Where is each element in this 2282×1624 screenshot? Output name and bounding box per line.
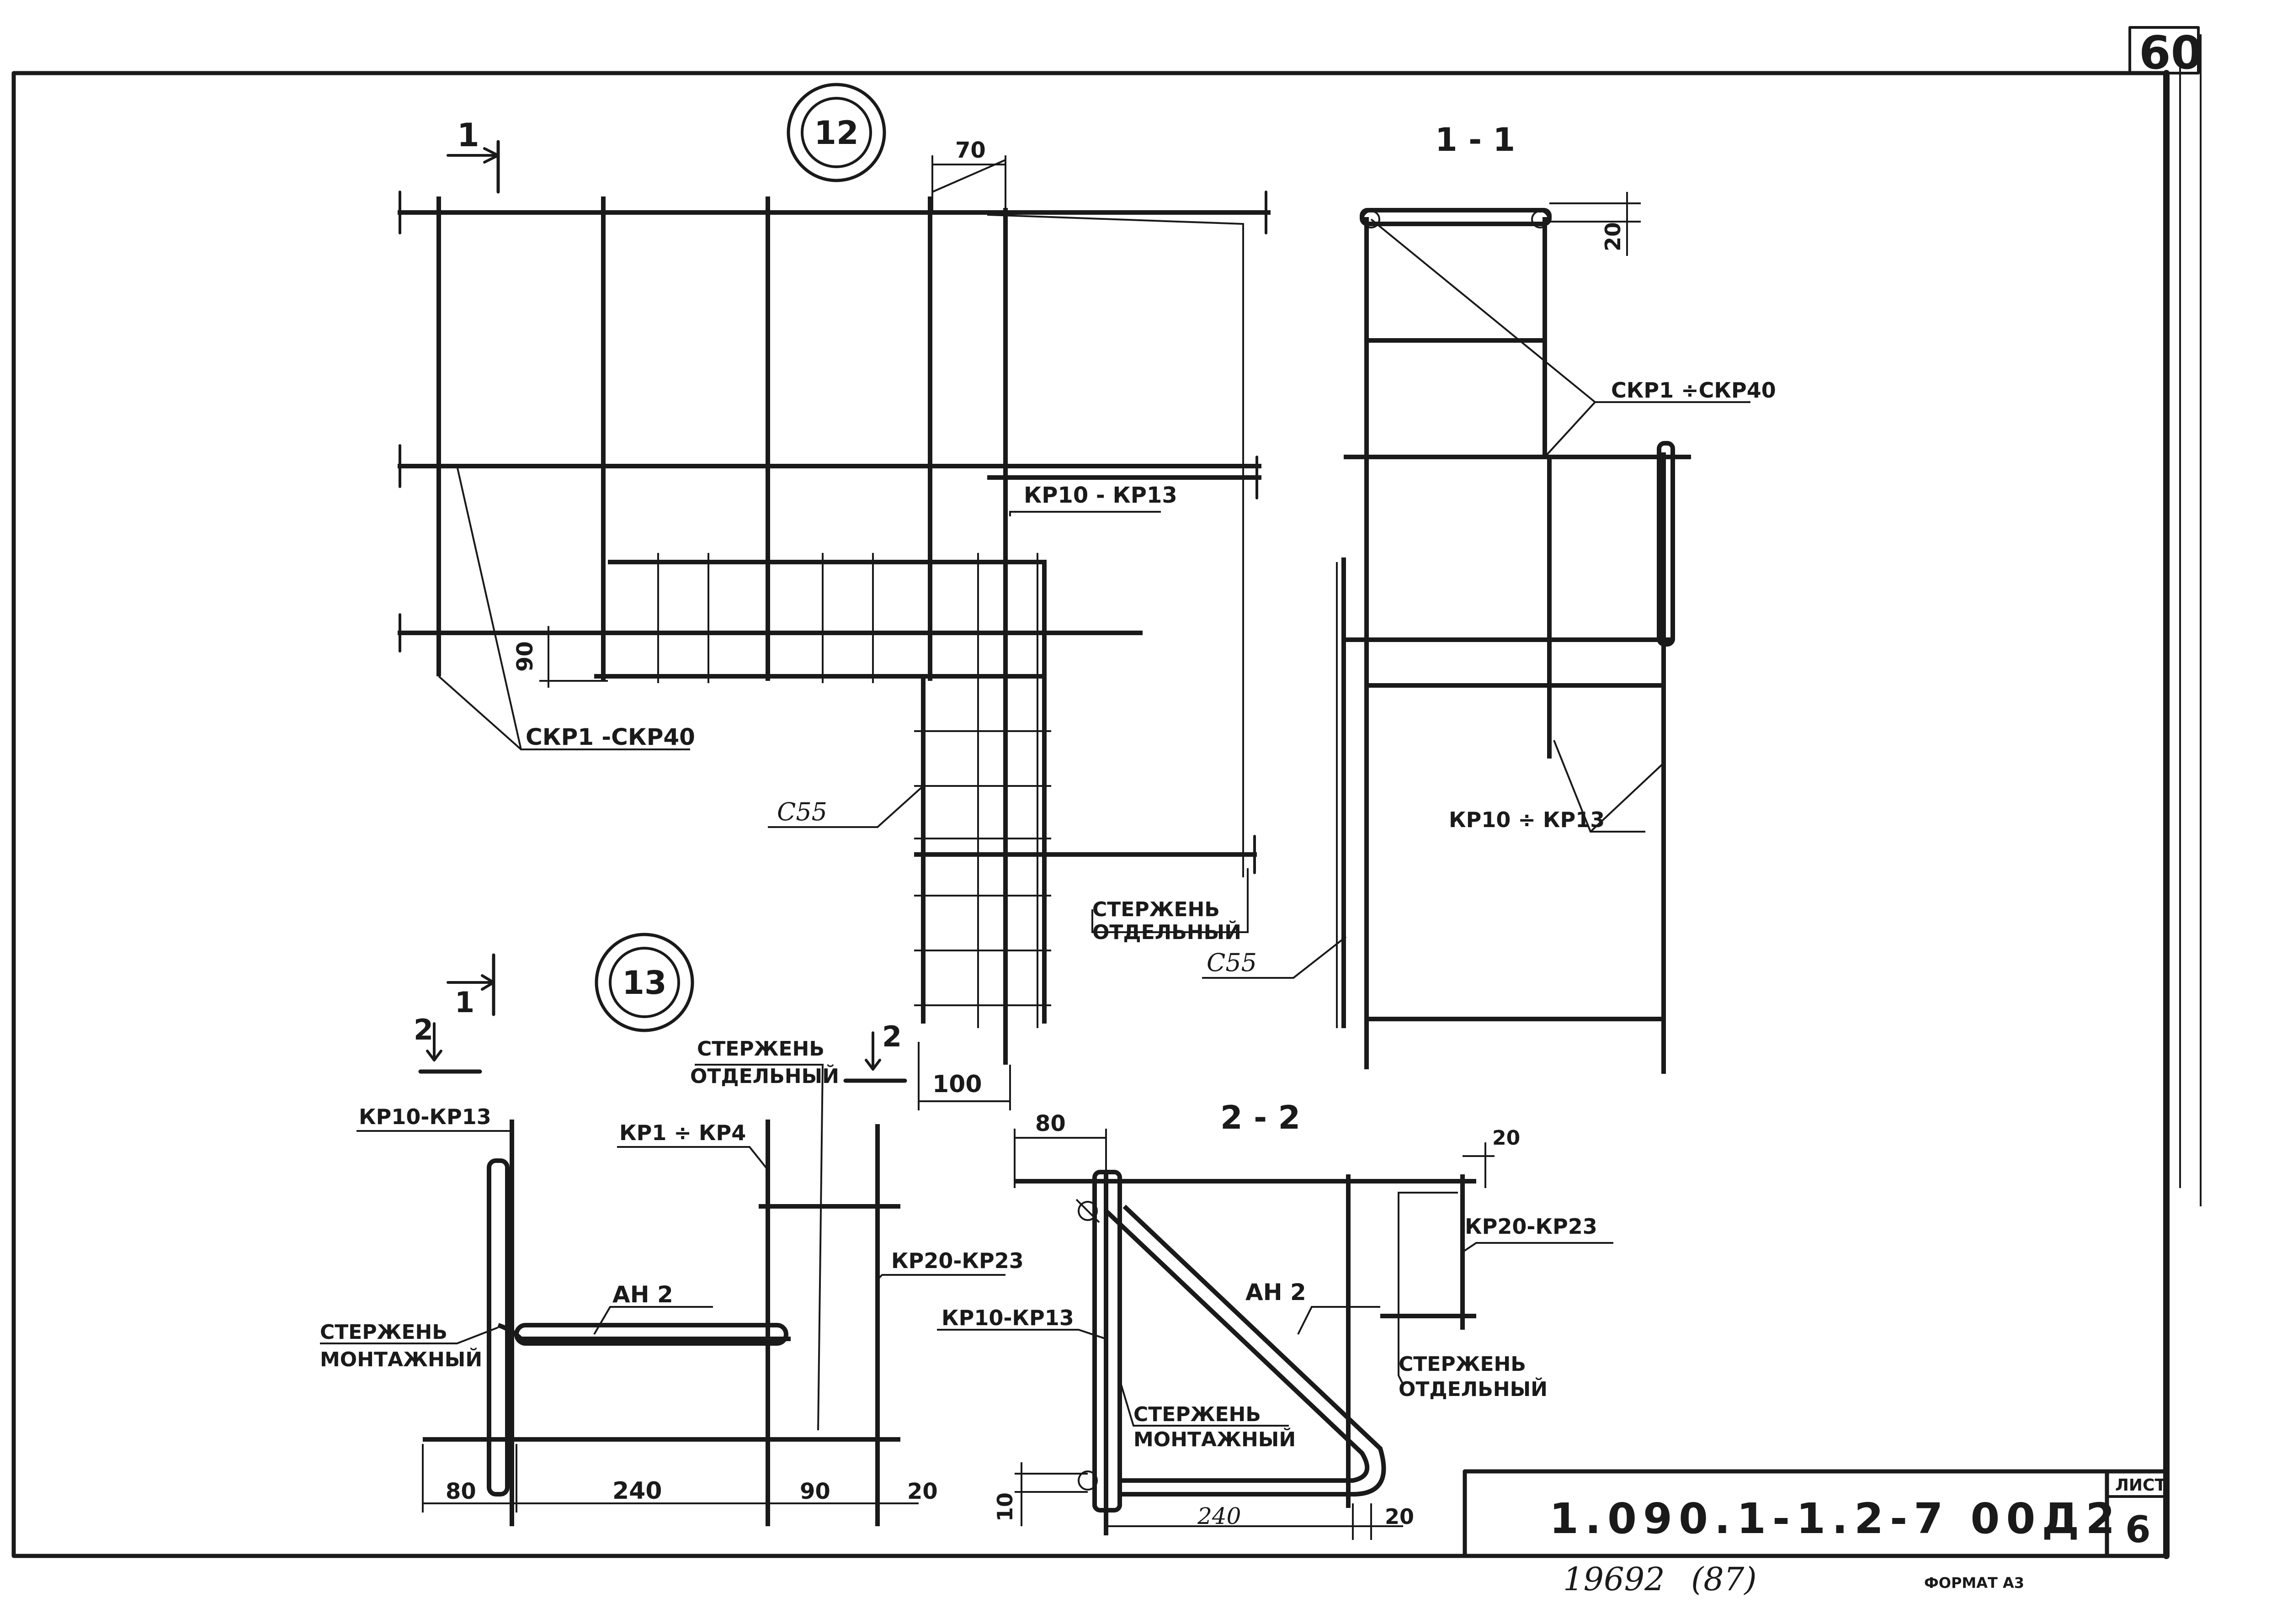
sheet-frame	[11, 34, 2202, 1559]
label-an2-a: АН 2	[612, 1281, 673, 1308]
label-s55-b: С55	[1207, 948, 1257, 977]
label-rod-c: СТЕРЖЕНЬ	[320, 1321, 447, 1344]
format-label: ФОРМАТ А3	[1924, 1574, 2024, 1592]
cut-1-mark-b: 1	[455, 986, 474, 1019]
label-rod-b: СТЕРЖЕНЬ	[697, 1037, 824, 1061]
dim-20c: 20	[907, 1479, 938, 1504]
label-kr10-kr13-sec: КР10-КР13	[942, 1306, 1074, 1330]
label-an2-b: АН 2	[1245, 1279, 1306, 1306]
dim-10: 10	[993, 1492, 1017, 1522]
label-kr10-kr13-top: КР10 - КР13	[1024, 483, 1177, 508]
label-kr20-kr23-a: КР20-КР23	[891, 1248, 1024, 1273]
inventory-note: (87)	[1691, 1560, 1757, 1598]
label-kr1-kr4: КР1 ÷ КР4	[619, 1120, 746, 1145]
label-mounting-a: МОНТАЖНЫЙ	[320, 1347, 482, 1371]
node-12-view	[398, 140, 1271, 1110]
label-rod-e: СТЕРЖЕНЬ	[1133, 1403, 1261, 1426]
dim-20a: 20	[1601, 222, 1625, 251]
corner-mark: 60	[2139, 26, 2202, 80]
node-13-number: 13	[622, 964, 666, 1002]
label-separate-a: ОТДЕЛЬНЫЙ	[1092, 920, 1241, 944]
dim-80a: 80	[446, 1479, 476, 1504]
node-13-view	[320, 953, 1005, 1526]
label-separate-b: ОТДЕЛЬНЫЙ	[690, 1064, 839, 1088]
label-s55-a: С55	[777, 797, 827, 826]
section-1-1-view	[1202, 192, 1750, 1074]
label-kr10-kr13-plus: КР10 ÷ КР13	[1449, 807, 1605, 832]
section-2-2-title: 2 - 2	[1220, 1099, 1300, 1136]
label-separate-c: ОТДЕЛЬНЫЙ	[1399, 1377, 1548, 1401]
sheet-number: 6	[2125, 1508, 2151, 1551]
dim-80b: 80	[1035, 1111, 1066, 1136]
dim-90b: 90	[800, 1479, 830, 1504]
cut-2-mark-a: 2	[414, 1013, 433, 1046]
dim-240b: 240	[1197, 1503, 1241, 1529]
inventory-number: 19692	[1563, 1560, 1665, 1598]
corner-mark-box	[2128, 26, 2200, 74]
node-12-circle-outer	[787, 83, 886, 182]
label-rod-a: СТЕРЖЕНЬ	[1092, 898, 1220, 921]
label-kr20-kr23-b: КР20-КР23	[1465, 1214, 1597, 1239]
label-mounting-b: МОНТАЖНЫЙ	[1133, 1427, 1296, 1451]
dim-100: 100	[932, 1071, 982, 1098]
dim-90a: 90	[512, 641, 538, 672]
node-12-circle-inner	[801, 97, 872, 168]
node-13-circle-outer	[595, 933, 694, 1032]
label-rod-d: СТЕРЖЕНЬ	[1399, 1353, 1526, 1376]
node-13-circle-inner	[609, 947, 680, 1018]
label-kr10-kr13-left: КР10-КР13	[359, 1104, 491, 1129]
cut-1-mark: 1	[457, 117, 479, 154]
section-1-1-title: 1 - 1	[1435, 121, 1515, 159]
dim-20d: 20	[1385, 1504, 1414, 1529]
dim-70: 70	[955, 138, 986, 163]
title-block	[1463, 1469, 2169, 1558]
cut-2-mark-b: 2	[882, 1020, 902, 1053]
dim-240a: 240	[612, 1477, 662, 1505]
dim-20b: 20	[1492, 1126, 1520, 1150]
section-2-2-view	[937, 1129, 1613, 1540]
sheet-label: ЛИСТ	[2115, 1476, 2166, 1495]
node-12-number: 12	[814, 114, 858, 152]
label-skr-plus: СКР1 ÷СКР40	[1611, 378, 1776, 403]
label-skr-dash: СКР1 -СКР40	[526, 724, 695, 750]
drawing-code: 1.090.1-1.2-7 00Д2	[1549, 1494, 2121, 1543]
